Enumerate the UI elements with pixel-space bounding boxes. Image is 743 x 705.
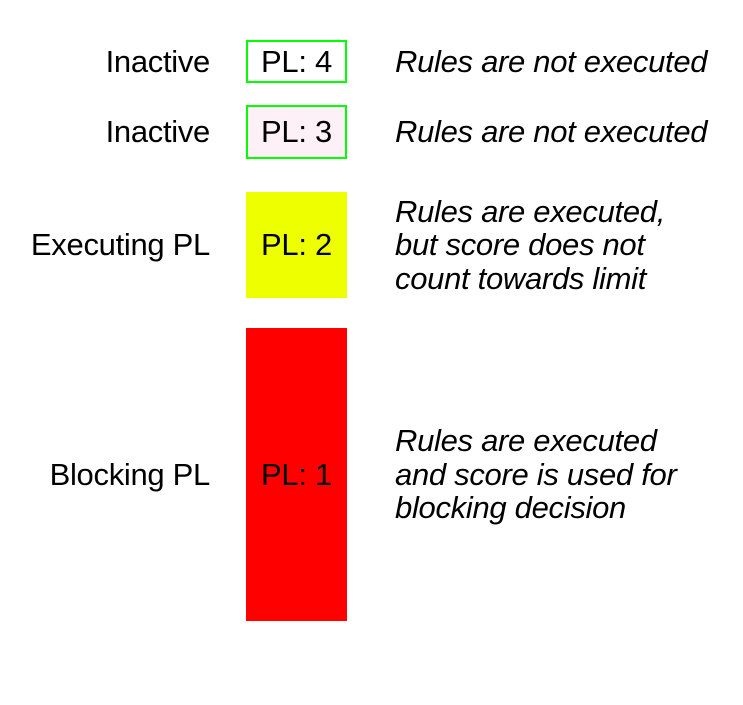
pl4-box: PL: 4	[246, 40, 347, 83]
pl3-box: PL: 3	[246, 105, 347, 159]
pl1-box-label: PL: 1	[261, 456, 332, 492]
pl1-box: PL: 1	[246, 328, 347, 621]
pl3-state-label: Inactive	[105, 114, 211, 149]
pl-row-1: Blocking PL PL: 1 Rules are executed and…	[0, 328, 743, 621]
pl2-state-label: Executing PL	[30, 227, 210, 262]
pl-row-3: Inactive PL: 3 Rules are not executed	[0, 105, 743, 159]
pl2-description: Rules are executed, but score does not c…	[395, 193, 666, 296]
pl4-state-label: Inactive	[105, 43, 211, 79]
pl3-description: Rules are not executed	[395, 114, 708, 150]
pl2-box-label: PL: 2	[261, 227, 332, 262]
pl4-box-label: PL: 4	[261, 43, 332, 79]
paranoia-level-diagram: Inactive PL: 4 Rules are not executed In…	[0, 40, 743, 705]
pl-row-2: Executing PL PL: 2 Rules are executed, b…	[0, 192, 743, 298]
pl4-description: Rules are not executed	[395, 43, 708, 79]
pl1-state-label: Blocking PL	[49, 456, 211, 492]
pl1-description: Rules are executed and score is used for…	[395, 423, 677, 526]
pl3-box-label: PL: 3	[261, 114, 332, 149]
pl-row-4: Inactive PL: 4 Rules are not executed	[0, 40, 743, 83]
pl2-box: PL: 2	[246, 192, 347, 298]
